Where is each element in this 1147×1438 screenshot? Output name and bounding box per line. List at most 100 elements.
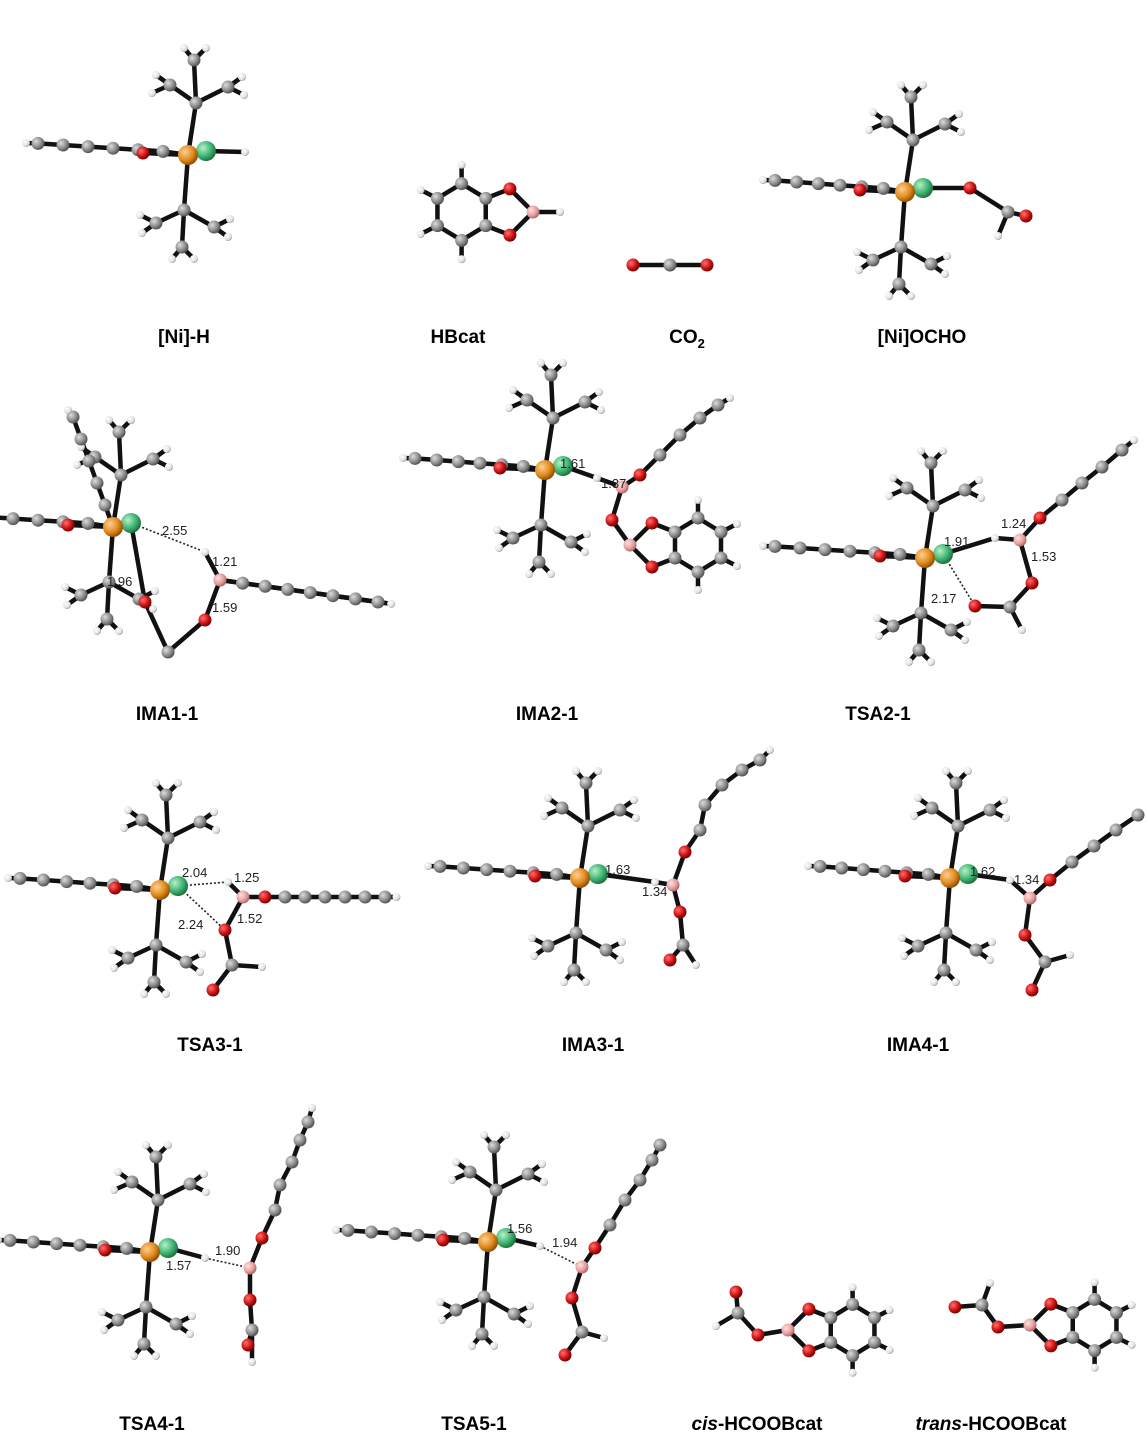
hydrogen-atom [907, 292, 915, 300]
carbon-atom [983, 803, 997, 817]
hydrogen-atom [399, 454, 407, 462]
label-tsa3-1: TSA3-1 [177, 1035, 243, 1056]
hydrogen-atom [201, 548, 209, 556]
oxygen-atom [873, 549, 887, 563]
carbon-atom [1095, 460, 1109, 474]
carbon-atom [364, 1225, 378, 1239]
atoms [759, 436, 1138, 666]
hydrogen-atom [988, 938, 996, 946]
hydrogen-atom [885, 292, 893, 300]
carbon-atom [183, 1177, 197, 1191]
distance-label: 1.90 [215, 1243, 240, 1258]
carbon-atom [516, 459, 530, 473]
bond [165, 617, 208, 655]
carbon-atom [358, 890, 372, 904]
atoms [712, 1283, 894, 1377]
carbon-atom [430, 453, 444, 467]
oxygen-atom [1044, 1339, 1058, 1353]
oxygen-atom [678, 845, 692, 859]
oxygen-atom [968, 599, 982, 613]
hydrogen-atom [509, 386, 517, 394]
hydrogen-atom [198, 950, 206, 958]
carbon-atom [1066, 1306, 1080, 1320]
hydrogen-atom [174, 779, 182, 787]
oxygen-atom [700, 258, 714, 272]
carbon-atom [451, 455, 465, 469]
hydrogen-atom [530, 952, 538, 960]
distance-label: 2.17 [931, 591, 956, 606]
oxygen-atom [633, 468, 647, 482]
hydrogen-atom [581, 548, 589, 556]
carbon-atom [880, 115, 894, 129]
carbon-atom [341, 1223, 355, 1237]
structure-ima3-1 [424, 746, 774, 986]
carbon-atom [82, 454, 96, 468]
bonds [0, 407, 394, 655]
hydrogen-atom [1002, 814, 1010, 822]
oxygen-atom [729, 1285, 743, 1299]
carbon-atom [149, 216, 163, 230]
distance-label: 1.53 [1031, 549, 1056, 564]
hydrogen-atom [905, 658, 913, 666]
hydrogen-atom [416, 185, 425, 194]
bond [116, 429, 124, 478]
hydrogen-atom [560, 978, 568, 986]
hydrogen-atom [919, 81, 927, 89]
oxygen-atom [1025, 983, 1039, 997]
bond [128, 520, 148, 605]
hydrogen-atom [100, 1326, 108, 1334]
carbon-atom [843, 544, 857, 558]
hydrogen-atom [1090, 1363, 1099, 1372]
hydrogen-atom [848, 1368, 857, 1377]
hydrogen-atom [583, 530, 591, 538]
hydrogen-atom [180, 44, 188, 52]
carbon-atom [463, 1165, 477, 1179]
hydrogen-atom [224, 233, 232, 241]
hydrogen-atom [900, 952, 908, 960]
oxygen-atom [1033, 511, 1047, 525]
carbon-atom [715, 778, 729, 792]
carbon-atom [236, 576, 250, 590]
hydrogen-atom [1066, 951, 1074, 959]
hydrogen-atom [226, 215, 234, 223]
hydrogen-atom [392, 893, 401, 901]
hydrogen-atom [885, 1306, 894, 1315]
oxygen-atom [241, 1338, 255, 1352]
carbon-atom [106, 141, 120, 155]
hydrogen-atom [130, 1352, 138, 1360]
hydrogen-atom [165, 463, 173, 471]
carbon-atom [245, 1323, 259, 1337]
boron-atom [615, 480, 629, 494]
hydrogen-atom [618, 938, 626, 946]
carbon-atom [693, 823, 707, 837]
carbon-atom [599, 943, 613, 957]
carbon-atom [161, 645, 175, 659]
carbon-atom [579, 776, 593, 790]
label-cis-hcoobcat: cis-HCOOBcat [692, 1414, 824, 1435]
hydrogen-atom [994, 232, 1002, 240]
carbon-atom [906, 133, 920, 147]
bond [953, 780, 961, 829]
carbon-atom [790, 175, 804, 189]
bond [491, 1144, 499, 1193]
hydrogen-atom [572, 767, 580, 775]
carbon-atom [939, 926, 953, 940]
hydrogen-atom [436, 1298, 444, 1306]
hydrogen-atom [964, 767, 972, 775]
hydrogen-atom [943, 252, 951, 260]
carbon-atom [281, 582, 295, 596]
distance-label: 2.24 [178, 917, 203, 932]
hydrogen-atom [495, 544, 503, 552]
carbon-atom [125, 1175, 139, 1189]
carbon-atom [187, 53, 201, 67]
carbon-atom [711, 398, 725, 412]
carbon-atom [273, 1178, 287, 1192]
hydrogen-atom [22, 139, 30, 147]
boron-atom [243, 1261, 257, 1275]
carbon-atom [146, 452, 160, 466]
phosphorus-atom [940, 868, 960, 888]
carbon-atom [139, 1300, 153, 1314]
hydrogen-atom [1000, 796, 1008, 804]
carbon-atom [520, 393, 534, 407]
carbon-atom [541, 939, 555, 953]
